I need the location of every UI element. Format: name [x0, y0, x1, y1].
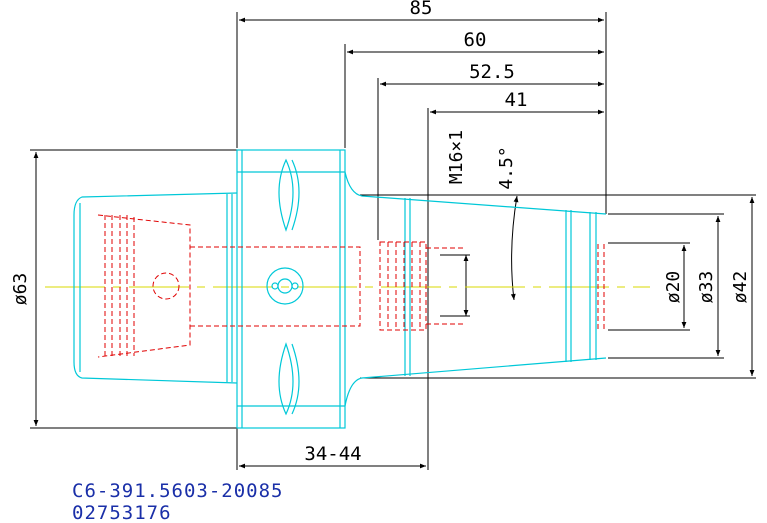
dim-gauge-34-44: 34-44 — [304, 443, 361, 465]
dim-85: 85 — [410, 0, 433, 19]
dim-diameter-33: ø33 — [696, 271, 717, 304]
dim-diameter-63: ø63 — [10, 273, 31, 306]
dim-diameter-42: ø42 — [730, 271, 751, 304]
part-number: C6-391.5603-20085 — [72, 480, 284, 502]
extension-lines — [30, 12, 756, 470]
dim-41: 41 — [505, 89, 528, 111]
dim-60: 60 — [464, 29, 487, 51]
hidden-details — [97, 214, 605, 358]
dim-angle-4-5: 4.5° — [496, 146, 517, 189]
order-code: 02753176 — [72, 502, 172, 523]
dim-diameter-20: ø20 — [663, 271, 684, 304]
dim-line-angle — [510, 195, 519, 301]
dim-52-5: 52.5 — [469, 61, 515, 83]
part-outline — [73, 149, 607, 429]
dim-thread-m16x1: M16×1 — [446, 130, 467, 184]
